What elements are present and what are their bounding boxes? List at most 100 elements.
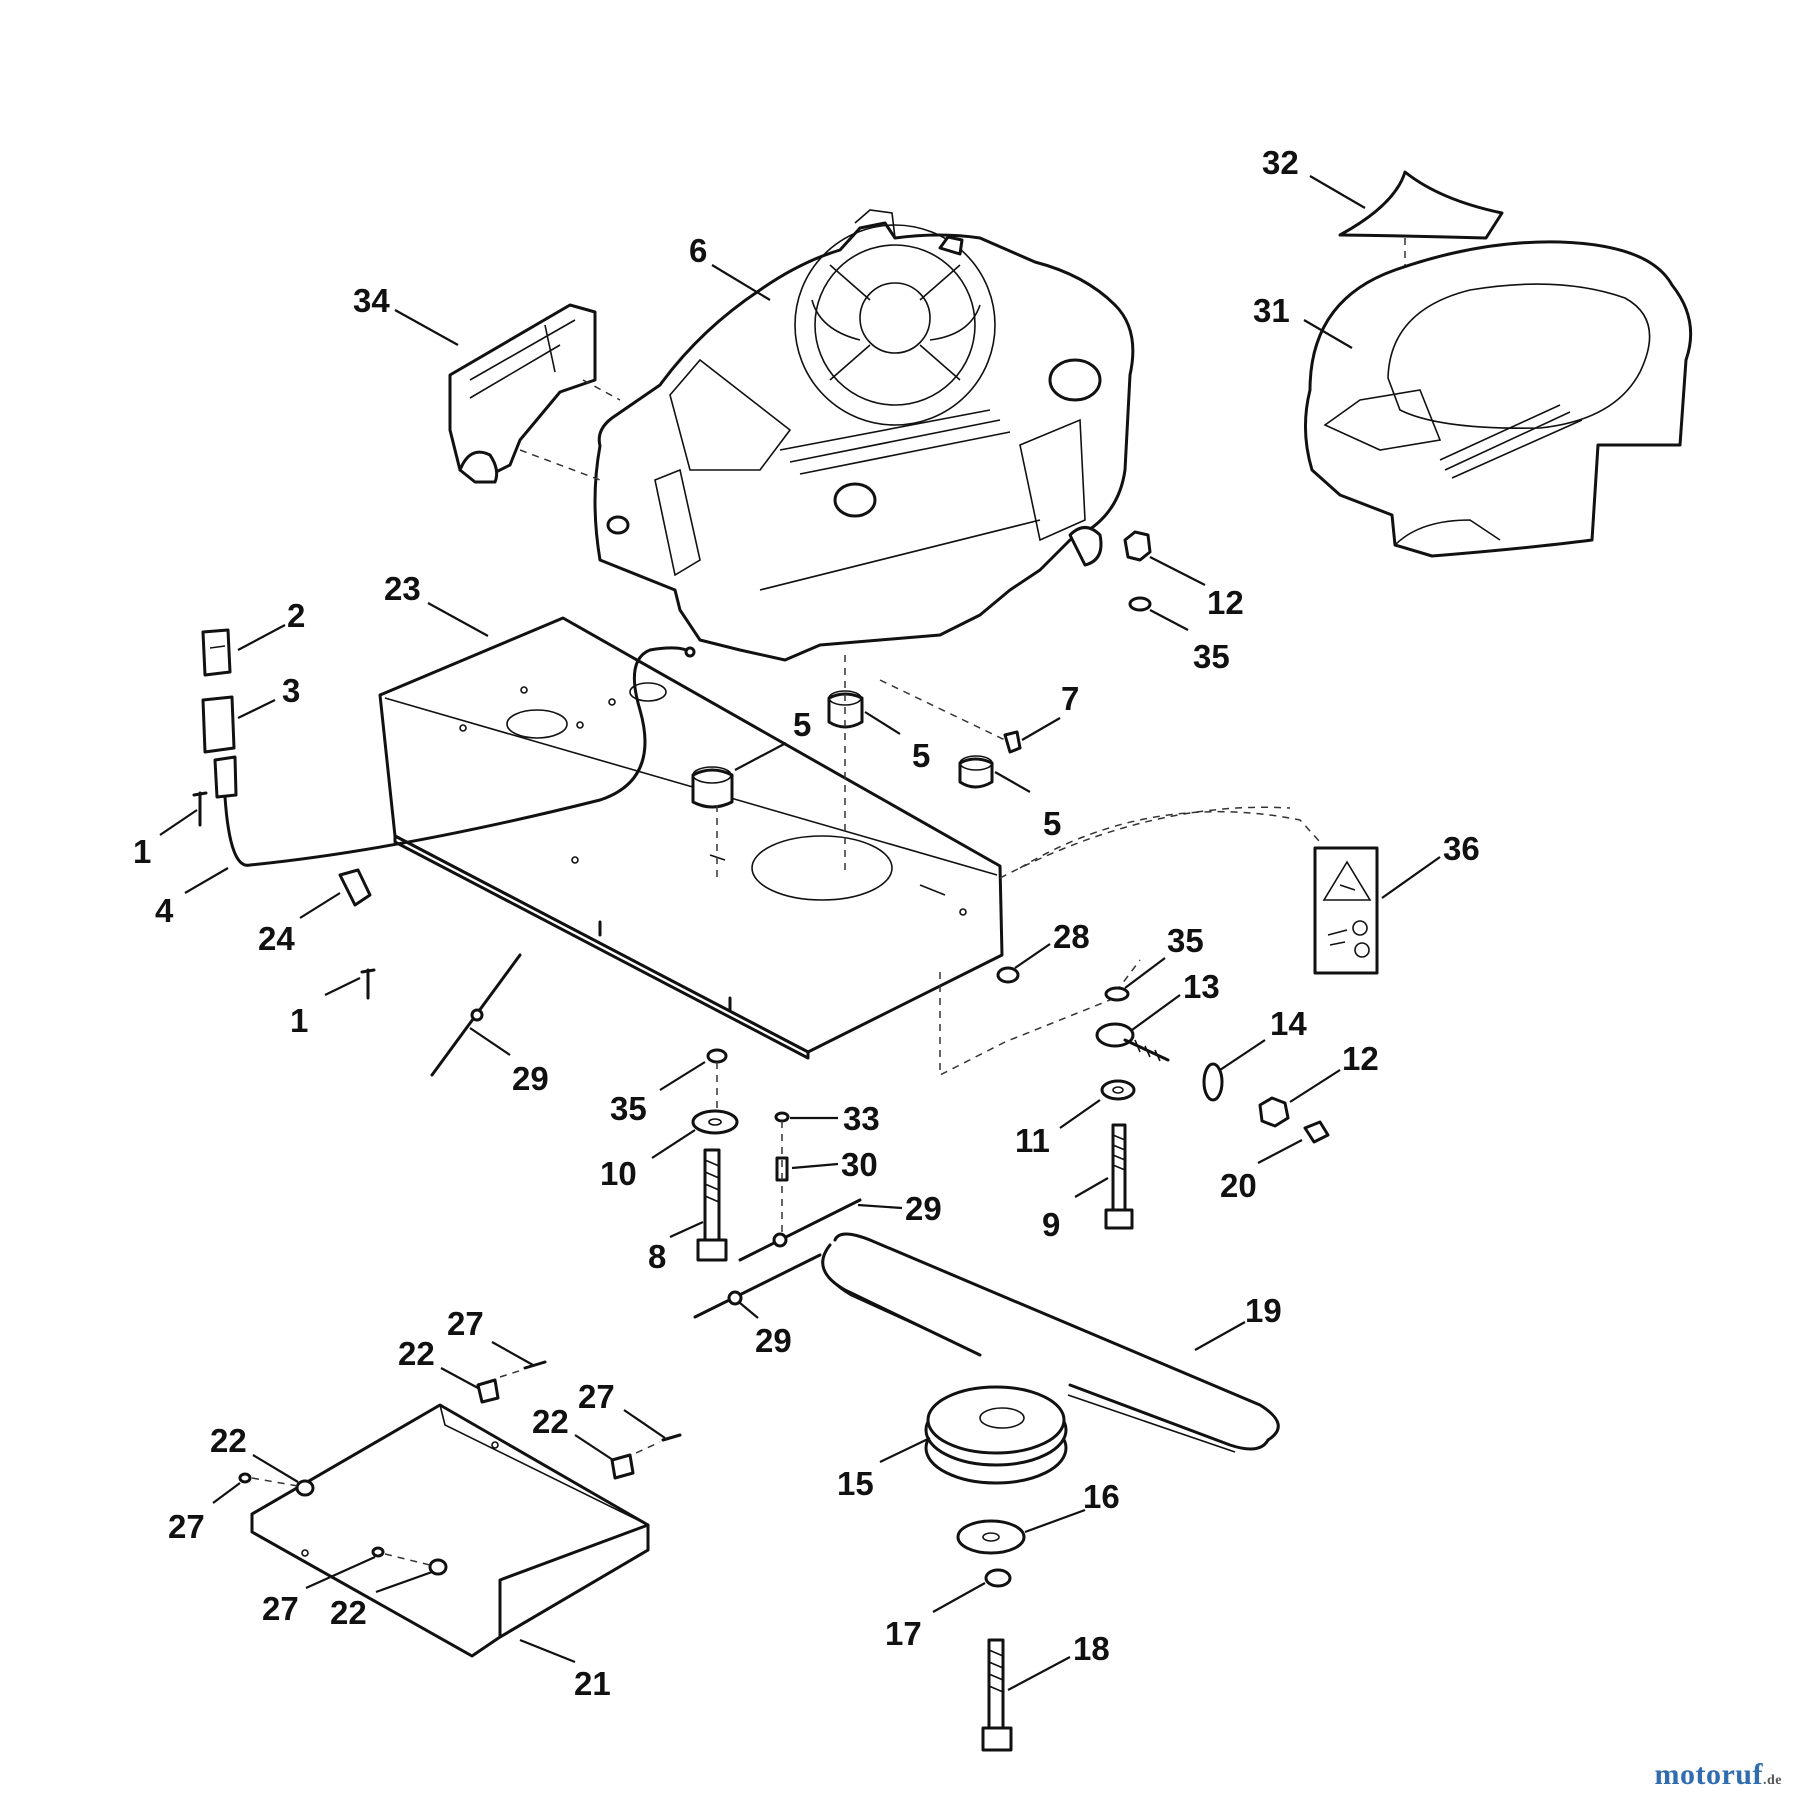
callout-22-b: 22 — [532, 1403, 614, 1461]
part-27-screw-a — [523, 1360, 547, 1370]
svg-text:12: 12 — [1207, 584, 1244, 621]
watermark-domain: .de — [1763, 1773, 1782, 1788]
watermark-logo: motoruf.de — [1655, 1758, 1782, 1792]
callout-2: 2 — [237, 597, 305, 651]
part-18-bolt — [981, 1638, 1013, 1752]
callout-32: 32 — [1262, 144, 1366, 209]
svg-text:24: 24 — [258, 920, 295, 957]
svg-text:27: 27 — [262, 1590, 299, 1627]
svg-text:16: 16 — [1083, 1478, 1120, 1515]
svg-text:10: 10 — [600, 1155, 637, 1192]
callout-22-d: 22 — [330, 1570, 433, 1631]
part-1-screw-top — [192, 791, 208, 827]
part-36-warning-label — [1313, 846, 1379, 975]
callout-23: 23 — [384, 570, 489, 637]
part-30-screw — [775, 1156, 789, 1182]
svg-text:33: 33 — [843, 1100, 880, 1137]
callout-5-right: 5 — [994, 771, 1061, 842]
part-8-bolt — [696, 1148, 728, 1262]
callout-19: 19 — [1194, 1292, 1282, 1351]
svg-text:36: 36 — [1443, 830, 1480, 867]
callout-29-bottom: 29 — [739, 1302, 792, 1359]
callout-28: 28 — [1014, 918, 1090, 969]
svg-text:4: 4 — [155, 892, 174, 929]
part-6-engine — [593, 209, 1135, 662]
svg-text:35: 35 — [610, 1090, 647, 1127]
part-13-eye-bolt — [1095, 1022, 1170, 1062]
callout-14: 14 — [1219, 1005, 1307, 1071]
svg-text:14: 14 — [1270, 1005, 1307, 1042]
svg-text:20: 20 — [1220, 1167, 1257, 1204]
part-35-washer-right — [1104, 986, 1130, 1002]
callout-13: 13 — [1131, 968, 1220, 1031]
callout-9: 9 — [1042, 1177, 1109, 1243]
svg-text:32: 32 — [1262, 144, 1299, 181]
svg-text:30: 30 — [841, 1146, 878, 1183]
svg-text:34: 34 — [353, 282, 390, 319]
part-31-shroud-cover — [1304, 240, 1693, 558]
callout-5-mid: 5 — [864, 711, 930, 774]
svg-text:27: 27 — [168, 1508, 205, 1545]
svg-text:6: 6 — [689, 232, 707, 269]
part-5-spacers — [691, 655, 1006, 880]
part-17-nut — [984, 1568, 1012, 1588]
part-2-switch-cap — [201, 628, 232, 677]
callout-27-d: 27 — [262, 1555, 376, 1627]
part-20-spacer — [1303, 1120, 1330, 1144]
part-22-clip-a — [476, 1378, 500, 1404]
part-11-washer — [1100, 1079, 1136, 1101]
callout-17: 17 — [885, 1582, 986, 1652]
callout-22-c: 22 — [210, 1422, 299, 1483]
callout-30: 30 — [791, 1146, 878, 1183]
part-12-nut-top — [1123, 530, 1152, 562]
callout-18: 18 — [1007, 1630, 1110, 1691]
callout-8: 8 — [648, 1220, 704, 1275]
part-23-deck-plate — [378, 616, 1004, 1060]
svg-text:9: 9 — [1042, 1206, 1060, 1243]
svg-text:22: 22 — [330, 1594, 367, 1631]
callout-1-top: 1 — [133, 809, 198, 870]
callout-4: 4 — [155, 867, 229, 929]
callout-7: 7 — [1021, 680, 1079, 741]
part-19-belt — [821, 1232, 1280, 1453]
part-33-washer — [774, 1111, 790, 1123]
svg-text:5: 5 — [793, 706, 811, 743]
part-22-clip-c — [295, 1479, 315, 1497]
callout-20: 20 — [1220, 1139, 1303, 1204]
callout-21: 21 — [519, 1638, 611, 1702]
part-15-pulley — [924, 1385, 1068, 1485]
svg-text:7: 7 — [1061, 680, 1079, 717]
callout-16: 16 — [1024, 1478, 1120, 1534]
svg-text:21: 21 — [574, 1665, 611, 1702]
svg-text:3: 3 — [282, 672, 300, 709]
callout-29-top: 29 — [469, 1027, 549, 1097]
svg-text:22: 22 — [532, 1403, 569, 1440]
callout-5-top: 5 — [734, 706, 811, 771]
part-3-switch — [201, 695, 238, 799]
callout-3: 3 — [237, 672, 300, 719]
callout-29-mid: 29 — [857, 1190, 942, 1227]
svg-text:2: 2 — [287, 597, 305, 634]
callout-6: 6 — [689, 232, 771, 301]
part-29-tie-mid — [738, 1198, 862, 1262]
part-27-screw-c — [238, 1472, 252, 1484]
svg-text:35: 35 — [1167, 922, 1204, 959]
part-4-wire-harness — [223, 646, 696, 867]
part-22-clip-b — [610, 1453, 635, 1480]
part-35-washer-top — [1128, 596, 1152, 612]
callout-35-left: 35 — [610, 1061, 706, 1127]
part-28-washer — [996, 966, 1020, 984]
part-27-screw-b — [661, 1433, 682, 1442]
callout-22-a: 22 — [398, 1335, 479, 1389]
part-22-clip-d — [428, 1558, 448, 1576]
callout-31: 31 — [1253, 292, 1353, 349]
svg-text:15: 15 — [837, 1465, 874, 1502]
svg-text:28: 28 — [1053, 918, 1090, 955]
callout-15: 15 — [837, 1437, 931, 1502]
part-29-tie-bottom — [693, 1253, 822, 1319]
part-29-tie-top — [430, 953, 522, 1077]
part-1-screw-bottom — [360, 968, 376, 1000]
svg-text:17: 17 — [885, 1615, 922, 1652]
svg-text:27: 27 — [578, 1378, 615, 1415]
